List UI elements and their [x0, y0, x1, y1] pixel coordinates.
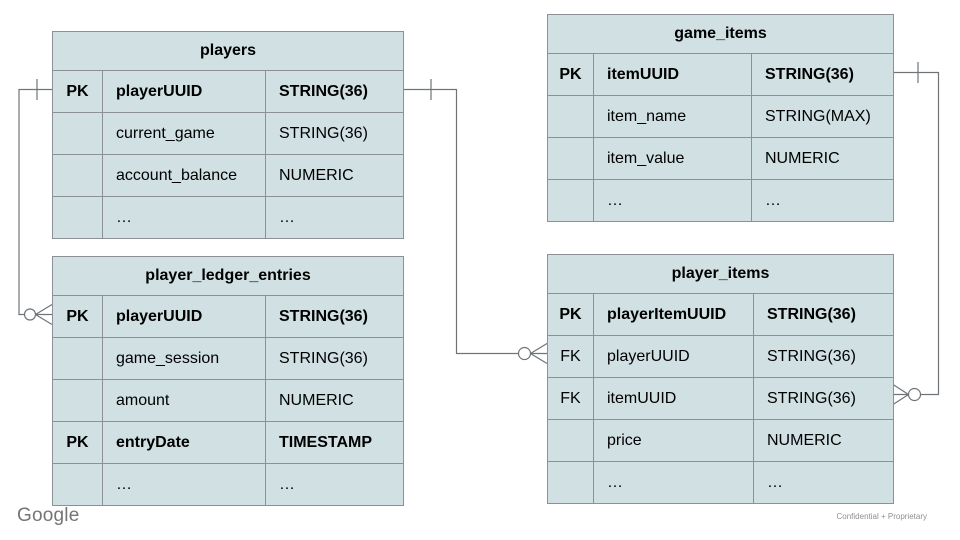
table-title: player_ledger_entries [51, 256, 405, 296]
table-title: game_items [546, 14, 895, 54]
table-row: FK itemUUID STRING(36) [547, 377, 895, 420]
field-type-cell: STRING(MAX) [750, 95, 895, 138]
key-cell: PK [52, 421, 103, 464]
field-name-cell: itemUUID [593, 53, 752, 96]
field-type-cell: STRING(36) [265, 112, 404, 155]
relationship-game-items-to-player-items [892, 62, 940, 406]
field-type-cell: STRING(36) [752, 335, 895, 378]
table-row: item_name STRING(MAX) [547, 95, 895, 138]
field-type-cell: STRING(36) [750, 53, 895, 96]
table-row: PK itemUUID STRING(36) [547, 53, 895, 96]
field-name-cell: … [102, 463, 266, 506]
table-row: amount NUMERIC [52, 379, 405, 422]
table-row: item_value NUMERIC [547, 137, 895, 180]
key-cell [547, 419, 594, 462]
key-cell: PK [52, 295, 103, 338]
cardinality-zero-circle [23, 308, 37, 321]
field-name-cell: … [102, 196, 266, 239]
table-row: … … [52, 196, 404, 239]
field-name-cell: playerItemUUID [593, 293, 754, 336]
field-name-cell: entryDate [102, 421, 266, 464]
field-type-cell: NUMERIC [750, 137, 895, 180]
field-type-cell: NUMERIC [265, 154, 404, 197]
key-cell [547, 461, 594, 504]
key-cell: PK [52, 70, 103, 113]
google-logo: Google [17, 505, 80, 526]
field-name-cell: … [593, 179, 752, 222]
table-header: player_ledger_entries [51, 256, 405, 296]
cardinality-zero-circle [907, 387, 922, 402]
key-cell: PK [547, 293, 594, 336]
relationship-players-to-player-items [403, 79, 548, 365]
field-type-cell: NUMERIC [264, 379, 405, 422]
field-type-cell: NUMERIC [752, 419, 895, 462]
field-type-cell: STRING(36) [752, 293, 895, 336]
entity-table-player-ledger-entries: player_ledger_entries PK playerUUID STRI… [51, 256, 405, 506]
table-header: player_items [546, 254, 895, 294]
field-type-cell: STRING(36) [264, 337, 405, 380]
field-name-cell: itemUUID [593, 377, 754, 420]
table-row: PK playerUUID STRING(36) [52, 295, 405, 338]
key-cell [52, 463, 103, 506]
field-type-cell: … [264, 463, 405, 506]
table-title: player_items [546, 254, 895, 294]
key-cell: FK [547, 377, 594, 420]
table-title: players [52, 31, 404, 71]
field-name-cell: amount [102, 379, 266, 422]
field-type-cell: STRING(36) [264, 295, 405, 338]
entity-table-players: players PK playerUUID STRING(36) current… [52, 31, 404, 239]
table-row: game_session STRING(36) [52, 337, 405, 380]
table-row: current_game STRING(36) [52, 112, 404, 155]
relationship-players-to-ledger-entries [18, 79, 53, 326]
crows-foot-many [892, 383, 909, 406]
key-cell [52, 196, 103, 239]
table-row: account_balance NUMERIC [52, 154, 404, 197]
crows-foot-many [530, 342, 548, 365]
table-header: players [52, 31, 404, 71]
field-name-cell: item_name [593, 95, 752, 138]
key-cell: PK [547, 53, 594, 96]
entity-table-game-items: game_items PK itemUUID STRING(36) item_n… [546, 14, 895, 222]
field-name-cell: item_value [593, 137, 752, 180]
field-name-cell: game_session [102, 337, 266, 380]
table-row: PK playerItemUUID STRING(36) [547, 293, 895, 336]
field-name-cell: playerUUID [102, 70, 266, 113]
table-row: … … [547, 461, 895, 504]
key-cell [52, 337, 103, 380]
crows-foot-many [35, 303, 53, 326]
field-name-cell: playerUUID [102, 295, 266, 338]
key-cell [52, 154, 103, 197]
field-type-cell: … [265, 196, 404, 239]
confidentiality-note: Confidential + Proprietary [836, 512, 928, 521]
key-cell [52, 112, 103, 155]
field-name-cell: current_game [102, 112, 266, 155]
field-name-cell: account_balance [102, 154, 266, 197]
field-type-cell: TIMESTAMP [264, 421, 405, 464]
field-type-cell: STRING(36) [752, 377, 895, 420]
key-cell [52, 379, 103, 422]
key-cell [547, 95, 594, 138]
key-cell [547, 137, 594, 180]
table-row: … … [547, 179, 895, 222]
cardinality-zero-circle [517, 346, 532, 361]
field-type-cell: STRING(36) [265, 70, 404, 113]
table-row: PK playerUUID STRING(36) [52, 70, 404, 113]
field-type-cell: … [750, 179, 895, 222]
table-row: price NUMERIC [547, 419, 895, 462]
key-cell: FK [547, 335, 594, 378]
field-name-cell: … [593, 461, 754, 504]
field-name-cell: price [593, 419, 754, 462]
field-name-cell: playerUUID [593, 335, 754, 378]
entity-table-player-items: player_items PK playerItemUUID STRING(36… [546, 254, 895, 504]
table-row: FK playerUUID STRING(36) [547, 335, 895, 378]
key-cell [547, 179, 594, 222]
field-type-cell: … [752, 461, 895, 504]
table-header: game_items [546, 14, 895, 54]
table-row: PK entryDate TIMESTAMP [52, 421, 405, 464]
table-row: … … [52, 463, 405, 506]
